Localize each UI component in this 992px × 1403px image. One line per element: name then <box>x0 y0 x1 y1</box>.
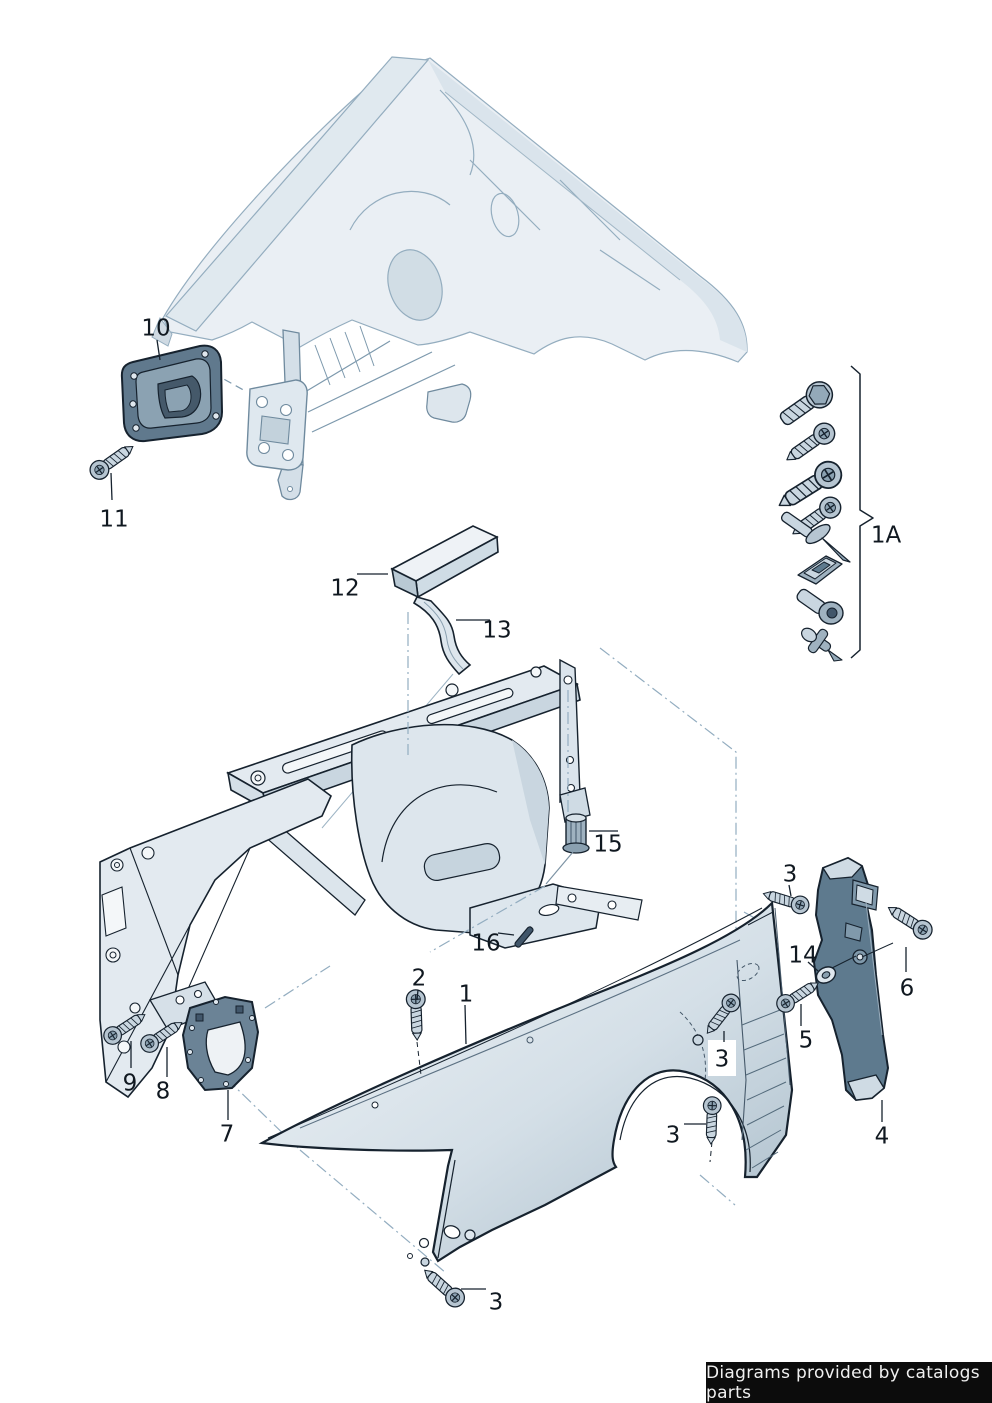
rivet-icon <box>780 511 851 563</box>
callout-3-bottom[interactable]: 3 <box>488 1289 504 1316</box>
ghost-pillar-and-sill <box>212 325 472 501</box>
screw-3-arch-icon <box>701 1095 722 1145</box>
callout-3-arch[interactable]: 3 <box>665 1122 681 1149</box>
part-13-seal-strip <box>412 596 472 676</box>
footer-credit-text: Diagrams provided by catalogs parts <box>706 1362 980 1403</box>
washer-14-icon <box>815 966 837 984</box>
part-1-fender <box>258 900 794 1267</box>
callout-4[interactable]: 4 <box>874 1123 890 1150</box>
part-4-closure-trim <box>812 856 890 1102</box>
callout-1[interactable]: 1 <box>458 981 474 1008</box>
bracket-brace-1A <box>850 365 874 659</box>
callout-8[interactable]: 8 <box>155 1078 171 1105</box>
construction-lines <box>194 612 773 1274</box>
callout-7[interactable]: 7 <box>219 1121 235 1148</box>
part-7-bracket <box>181 995 260 1092</box>
leader-lines <box>110 339 907 1290</box>
hardware-kit-1A <box>771 365 874 662</box>
wheel-housing-frame-assembly <box>99 658 643 1099</box>
socket-bolt-icon <box>796 588 844 625</box>
part-10-bracket <box>120 344 224 443</box>
part-16-pin <box>514 926 534 948</box>
screw-11-icon <box>85 438 139 484</box>
callout-14[interactable]: 14 <box>788 942 818 969</box>
callout-1A[interactable]: 1A <box>870 522 902 549</box>
callout-15[interactable]: 15 <box>593 831 623 858</box>
screw-6-icon <box>882 899 937 944</box>
callout-3-top[interactable]: 3 <box>782 861 798 888</box>
callout-3-boxed[interactable]: 3 <box>709 1042 735 1074</box>
callout-13[interactable]: 13 <box>482 617 512 644</box>
clip-nut-icon <box>797 555 843 585</box>
callout-11[interactable]: 11 <box>99 506 129 533</box>
expander-rivet-icon <box>800 627 843 662</box>
callout-12[interactable]: 12 <box>330 575 360 602</box>
callout-5[interactable]: 5 <box>798 1027 814 1054</box>
callout-9[interactable]: 9 <box>122 1070 138 1097</box>
footer-credit-bar: Diagrams provided by catalogs parts <box>706 1362 992 1403</box>
part-15-spacer-sleeve <box>562 813 590 854</box>
callout-10[interactable]: 10 <box>141 315 171 342</box>
callout-16[interactable]: 16 <box>471 930 501 957</box>
callout-2[interactable]: 2 <box>411 965 427 992</box>
ghost-car-body-sketch <box>151 56 748 363</box>
part-12-foam-strip <box>390 525 499 599</box>
screw-2-icon <box>405 988 428 1041</box>
callout-6[interactable]: 6 <box>899 975 915 1002</box>
